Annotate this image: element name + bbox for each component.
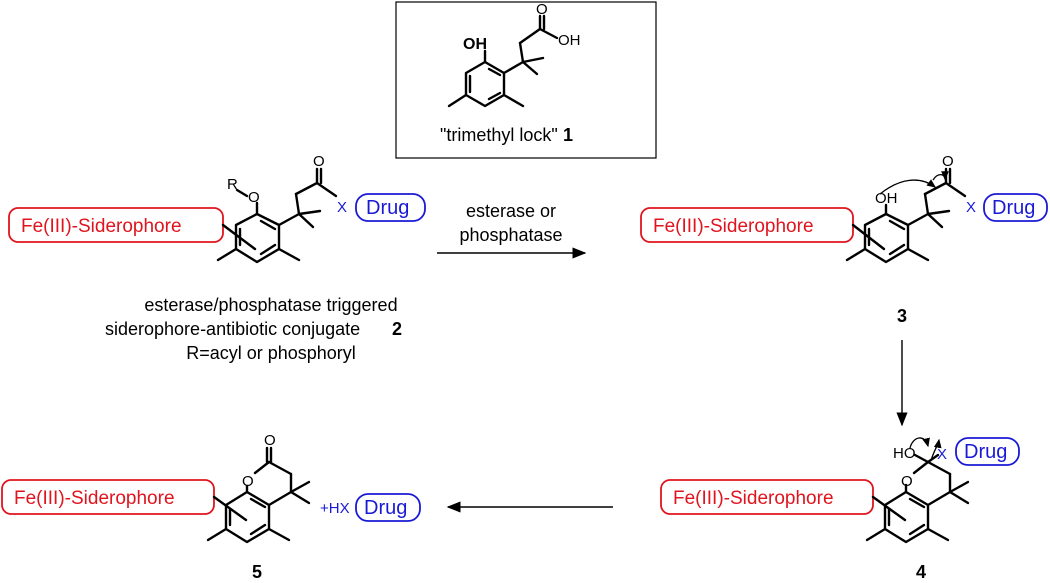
drug-label-2: Drug: [366, 197, 409, 219]
curly-arrow-4b: [930, 438, 942, 462]
ring-o-label-5: O: [242, 473, 254, 490]
curly-arrow-4: [909, 437, 930, 449]
inset-acid-oh-label: OH: [558, 32, 581, 49]
compound-3: Fe(III)-Siderophore OH O X Drug 3: [640, 153, 1048, 326]
compound-2-caption-line1: esterase/phosphatase triggered: [144, 295, 397, 315]
drug-box-5: [355, 493, 421, 522]
compound-2: Fe(III)-Siderophore R O O X Drug es: [8, 153, 426, 363]
siderophore-label-2: Fe(III)-Siderophore: [21, 216, 182, 237]
siderophore-label-4: Fe(III)-Siderophore: [673, 488, 834, 509]
inset-carbonyl-o-label: O: [536, 1, 548, 18]
drug-label-3: Drug: [992, 197, 1035, 219]
hemiketal-ho-label: HO: [893, 445, 916, 462]
drug-label-5: Drug: [364, 497, 407, 519]
plus-hx-label: +HX: [320, 500, 350, 517]
compound-2-structure: [216, 167, 338, 264]
linker-x-label-2: X: [337, 199, 347, 216]
siderophore-label-3: Fe(III)-Siderophore: [653, 216, 814, 237]
curly-arrow-3: [879, 179, 937, 195]
drug-box-2: [355, 193, 426, 222]
inset-structure: [447, 14, 559, 108]
ring-o-label-4: O: [901, 473, 913, 490]
compound-5-number: 5: [252, 562, 262, 582]
carbonyl-o-label-5: O: [264, 432, 276, 449]
inset-caption: "trimethyl lock": [440, 125, 558, 145]
arrow-1-label-line1: esterase or: [466, 201, 556, 221]
carbonyl-o-label-2: O: [313, 153, 325, 170]
trimethyl-lock-inset: OH O OH "trimethyl lock" 1: [395, 1, 657, 159]
carbonyl-o-label-3: O: [942, 153, 954, 170]
curly-arrow-3b: [932, 171, 949, 181]
arrow-enzymatic: esterase or phosphatase: [437, 201, 587, 259]
linker-x-label-3: X: [966, 199, 976, 216]
arrow-1-label-line2: phosphatase: [459, 225, 562, 245]
inset-frame: [395, 1, 657, 159]
phenol-oh-label-3: OH: [875, 190, 898, 207]
linker-x-label-4: X: [937, 446, 947, 463]
compound-5: Fe(III)-Siderophore O O +HX Drug 5: [1, 432, 421, 582]
drug-box-4: [955, 437, 1020, 466]
r-label: R: [227, 176, 238, 193]
compound-4-number: 4: [916, 562, 926, 582]
drug-box-3: [983, 193, 1048, 222]
compound-3-number: 3: [897, 306, 907, 326]
compound-2-caption-line3: R=acyl or phosphoryl: [186, 343, 356, 363]
compound-4-structure: [865, 453, 970, 544]
compound-2-number: 2: [392, 319, 402, 339]
compound-2-caption-line2: siderophore-antibiotic conjugate: [105, 319, 360, 339]
drug-label-4: Drug: [964, 441, 1007, 463]
compound-5-structure: [206, 446, 311, 544]
compound-3-structure: [845, 167, 967, 264]
compound-4: Fe(III)-Siderophore HO X Drug O 4: [660, 437, 1020, 582]
inset-compound-number: 1: [563, 125, 573, 145]
ether-o-label-2: O: [248, 189, 260, 206]
siderophore-label-5: Fe(III)-Siderophore: [14, 488, 175, 509]
inset-oh-label: OH: [463, 36, 487, 53]
